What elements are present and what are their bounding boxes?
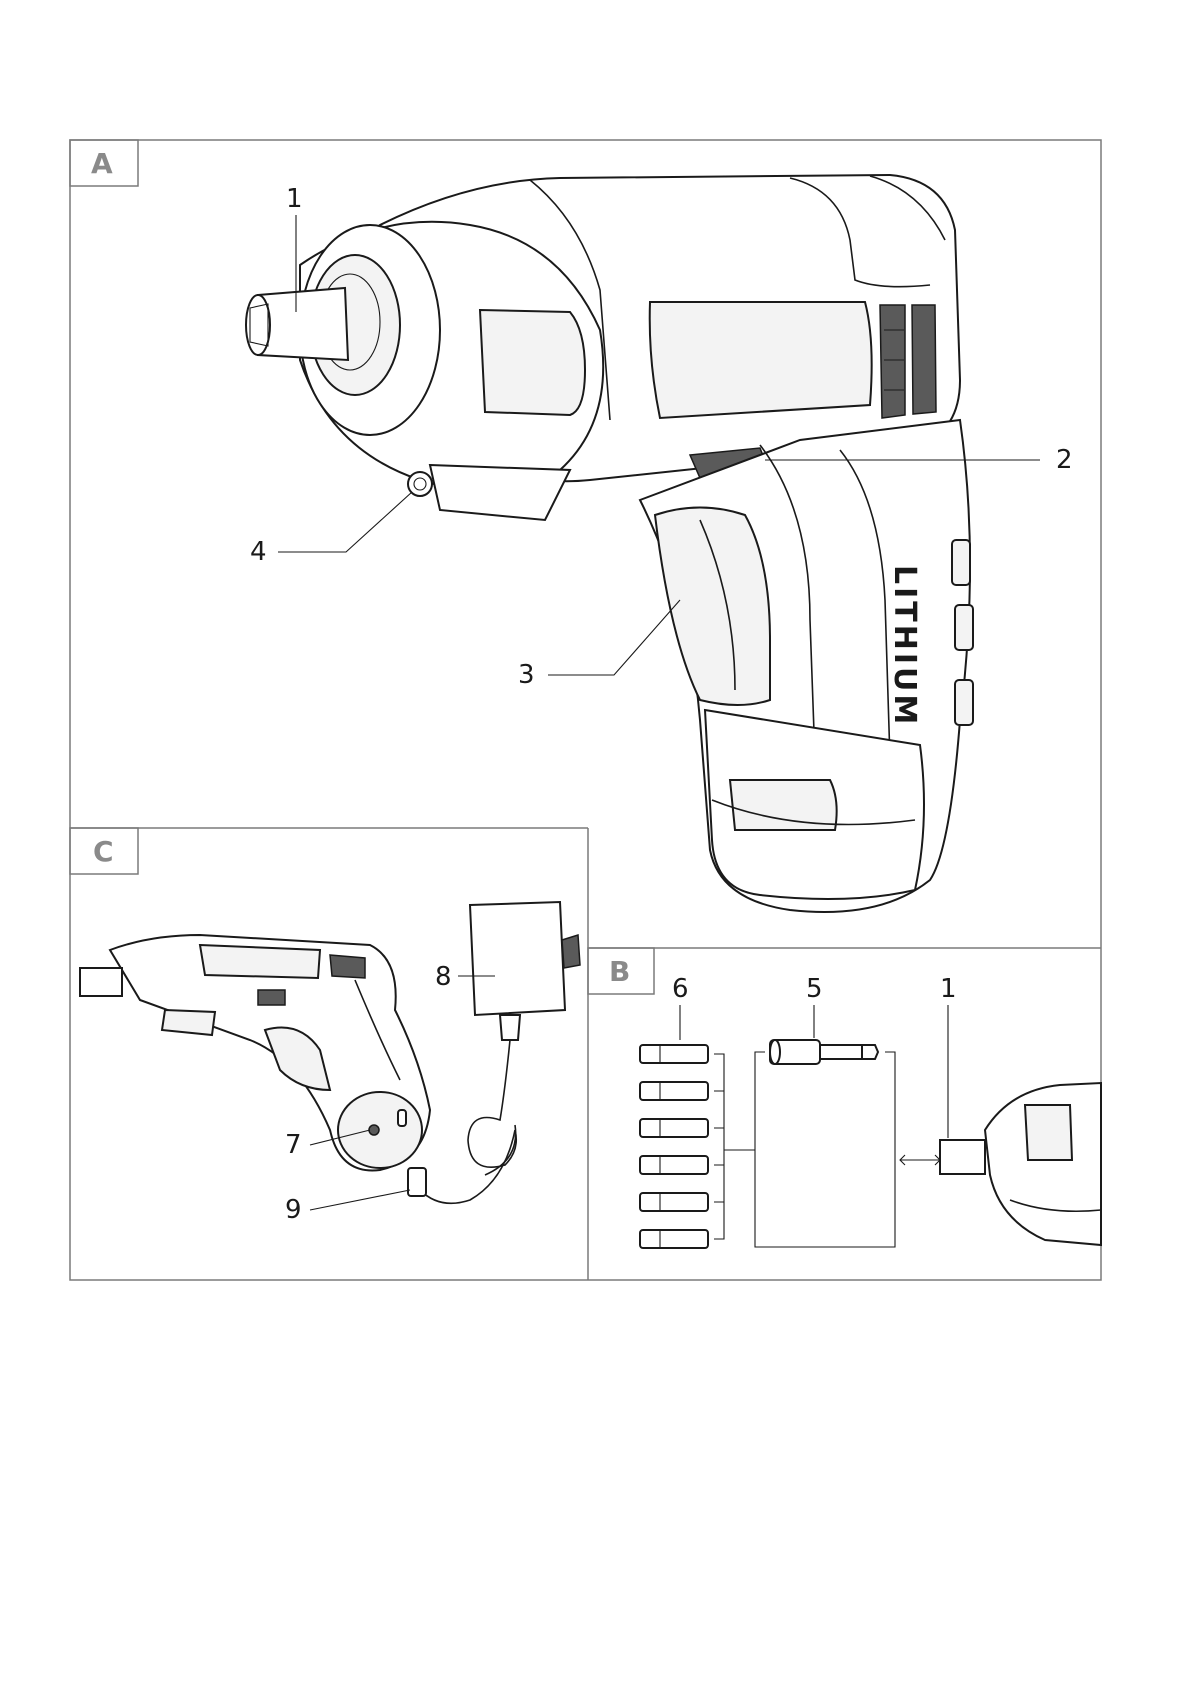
bit-2: [640, 1082, 708, 1100]
panel-tag-b: B: [588, 948, 654, 994]
trigger: [655, 508, 770, 706]
callout-a-4: 4: [250, 537, 267, 567]
charger-cable: [420, 1040, 516, 1203]
charger-illustration: [408, 902, 580, 1203]
usb-plug: [408, 1168, 426, 1196]
panel-tag-a-label: A: [91, 147, 113, 180]
panel-tag-a: A: [70, 140, 138, 186]
bit-1: [640, 1045, 708, 1063]
callout-c-9: 9: [285, 1195, 302, 1225]
charging-port-face: [338, 1092, 422, 1168]
insert-arrow-icon: [900, 1155, 940, 1165]
callout-b-5: 5: [806, 974, 823, 1004]
charger-adapter: [470, 902, 565, 1015]
callout-a-1: 1: [286, 184, 303, 214]
panel-tag-c-label: C: [93, 835, 114, 868]
bit-bracket: [714, 1054, 755, 1239]
screwdriver-charging-illustration: [80, 935, 430, 1171]
callout-c-7: 7: [285, 1130, 302, 1160]
bit-5: [640, 1193, 708, 1211]
callout-c-8: 8: [435, 962, 452, 992]
callout-a-3: 3: [518, 660, 535, 690]
partial-bit-holder: [940, 1140, 985, 1174]
small-bit-holder: [80, 968, 122, 996]
panel-tag-b-label: B: [609, 955, 630, 988]
bit-4: [640, 1156, 708, 1174]
panel-tag-c: C: [70, 828, 138, 874]
side-window: [650, 302, 872, 418]
bit-holder-shaft: [258, 288, 348, 360]
callout-b-1: 1: [940, 974, 957, 1004]
bit-3: [640, 1119, 708, 1137]
bit-extension-holder: [770, 1040, 878, 1064]
bit-set-illustration: [640, 1040, 1101, 1248]
extension-bracket: [755, 1052, 895, 1247]
callout-b-6: 6: [672, 974, 689, 1004]
bit-6: [640, 1230, 708, 1248]
callout-a-2: 2: [1056, 445, 1073, 475]
brand-label: LITHIUM: [887, 565, 922, 727]
